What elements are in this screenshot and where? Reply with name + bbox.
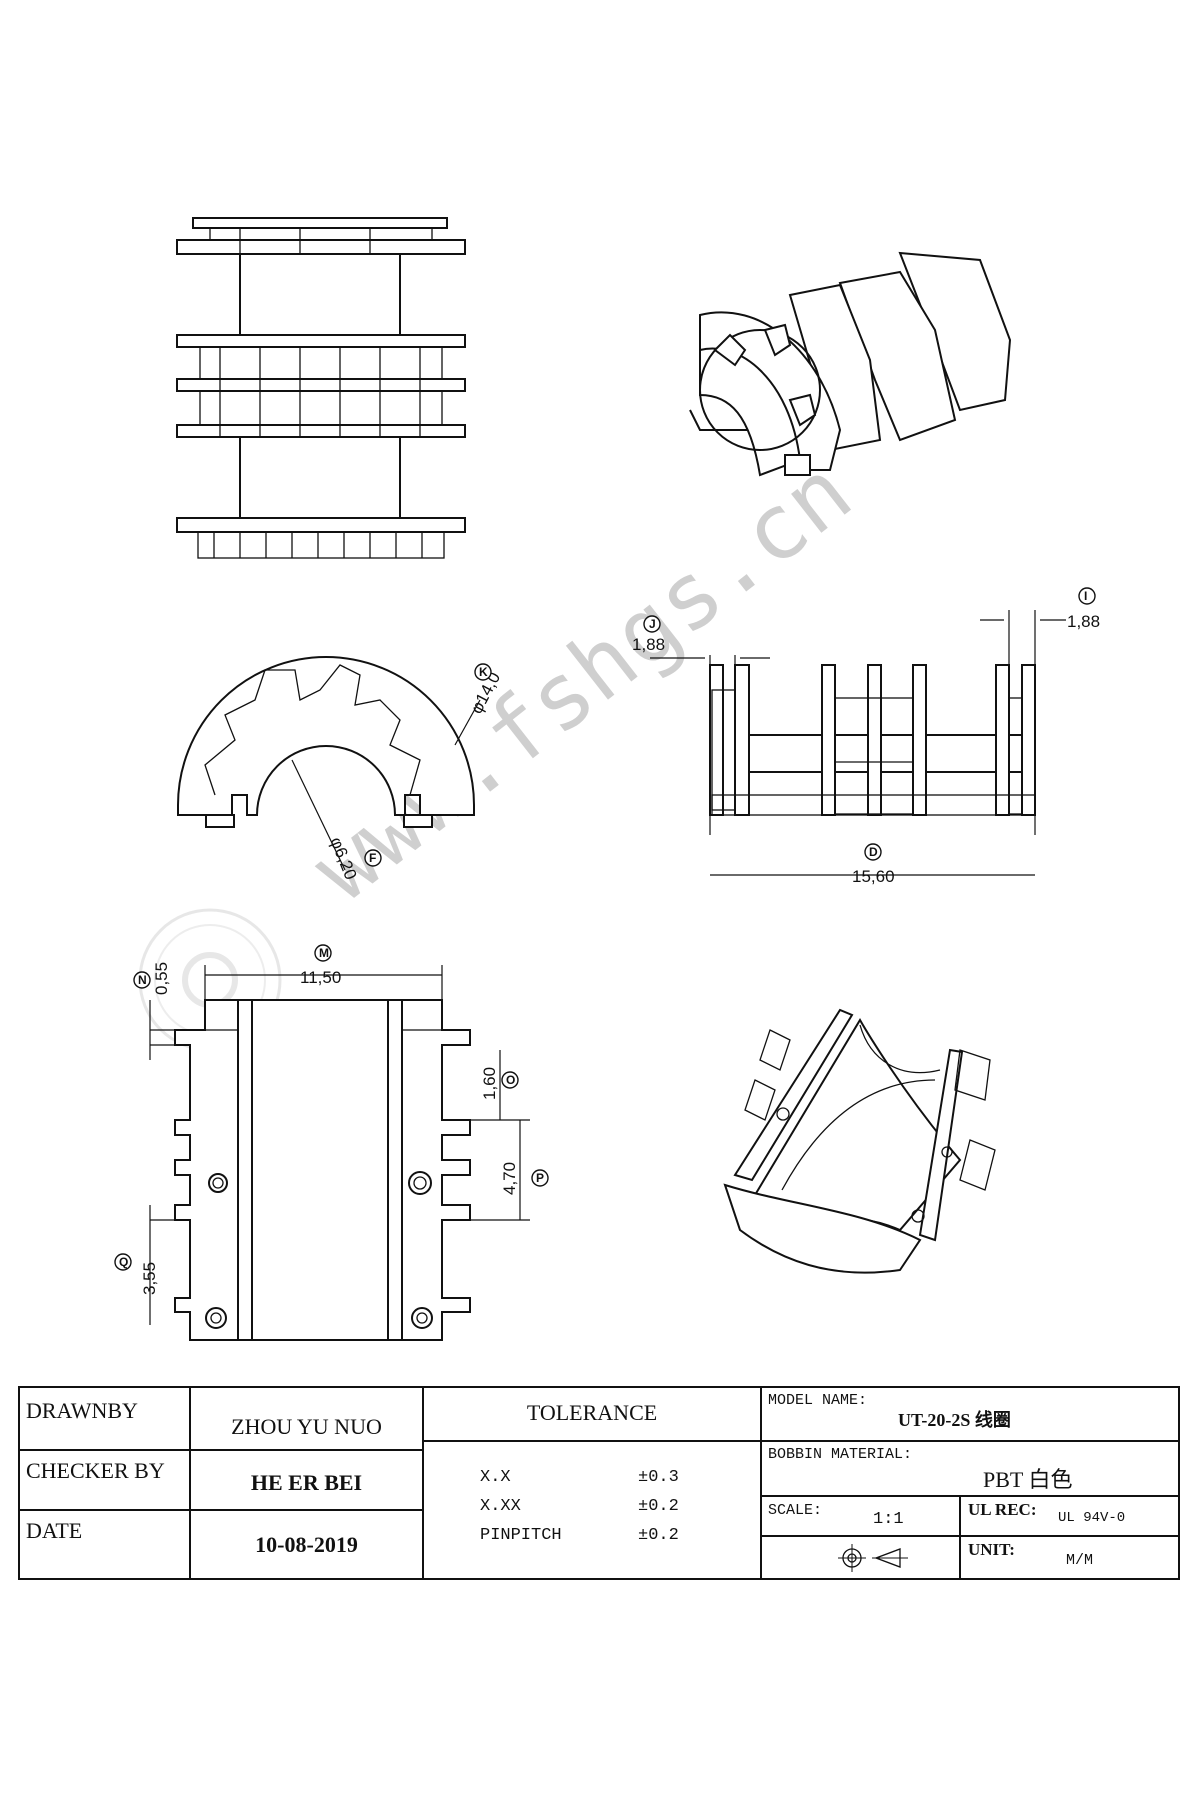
dim-j-value: 1,88 — [632, 635, 665, 654]
dim-d-letter: D — [869, 845, 878, 859]
front-view: φ14,0 φ6,20 K F — [177, 656, 504, 882]
drawn-by-label: DRAWNBY — [26, 1398, 138, 1423]
dim-p-letter: P — [536, 1171, 544, 1185]
dim-d-value: 15,60 — [852, 867, 895, 886]
dim-i-letter: I — [1084, 589, 1087, 603]
dim-i-value: 1,88 — [1067, 612, 1100, 631]
dim-f-letter: F — [369, 851, 376, 865]
checker-label: CHECKER BY — [26, 1458, 165, 1483]
tolerance-name-1: X.XX — [480, 1497, 521, 1516]
tolerance-name-0: X.X — [480, 1468, 511, 1487]
dim-o-value: 1,60 — [480, 1067, 499, 1100]
iso-view-bottom — [723, 1008, 996, 1274]
model-name-label: MODEL NAME: — [768, 1392, 868, 1409]
drawn-by-value: ZHOU YU NUO — [231, 1414, 382, 1439]
top-view — [176, 217, 466, 559]
model-name-value: UT-20-2S 线圈 — [898, 1410, 1011, 1430]
tolerance-value-0: ±0.3 — [638, 1468, 679, 1487]
dim-q-value: 3,55 — [140, 1262, 159, 1295]
title-block: DRAWNBY ZHOU YU NUO CHECKER BY HE ER BEI… — [18, 1386, 1180, 1580]
tolerance-value-2: ±0.2 — [638, 1526, 679, 1545]
bottom-view: 11,50 M 0,55 N 1,60 O 4,70 P 3,55 Q — [114, 944, 549, 1341]
dim-m-letter: M — [319, 946, 329, 960]
title-block-grid — [18, 1386, 1180, 1580]
tolerance-name-2: PINPITCH — [480, 1526, 562, 1545]
ul-rec-label: UL REC: — [968, 1500, 1037, 1519]
dim-n-value: 0,55 — [152, 962, 171, 995]
checker-value: HE ER BEI — [250, 1470, 363, 1495]
side-view: 1,88 J 1,88 I 15,60 D — [632, 587, 1100, 886]
bobbin-material-label: BOBBIN MATERIAL: — [768, 1446, 913, 1463]
scale-label: SCALE: — [768, 1502, 823, 1519]
bobbin-material-value: PBT 白色 — [983, 1467, 1073, 1492]
dim-m-value: 11,50 — [300, 968, 341, 987]
dim-q-letter: Q — [119, 1255, 128, 1269]
dim-n-letter: N — [138, 973, 147, 987]
tolerance-label: TOLERANCE — [526, 1400, 658, 1425]
dim-j-letter: J — [649, 617, 656, 631]
dim-p-value: 4,70 — [500, 1162, 519, 1195]
date-value: 10-08-2019 — [255, 1532, 358, 1557]
tolerance-value-1: ±0.2 — [638, 1497, 679, 1516]
unit-value: M/M — [1066, 1552, 1094, 1569]
dim-k-letter: K — [479, 665, 488, 679]
scale-value: 1:1 — [873, 1510, 904, 1529]
unit-label: UNIT: — [968, 1540, 1015, 1559]
ul-rec-value: UL 94V-0 — [1058, 1510, 1126, 1526]
dim-o-letter: O — [506, 1073, 515, 1087]
first-angle-projection-icon — [838, 1544, 908, 1572]
date-label: DATE — [26, 1518, 83, 1543]
iso-view-top — [689, 251, 1012, 477]
